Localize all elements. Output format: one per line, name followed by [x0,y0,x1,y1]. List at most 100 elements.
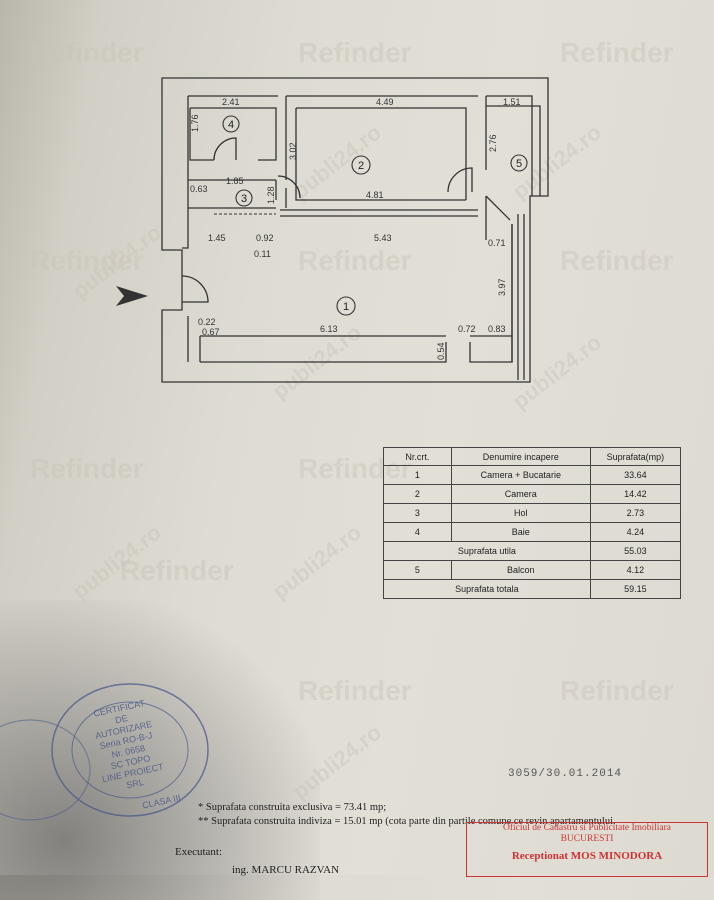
dimension-label: 2.41 [222,97,240,107]
util-label: Suprafata utila [383,541,591,561]
table-row-total: Suprafata totala 59.15 [383,579,682,599]
table-row-util: Suprafata utila 55.03 [383,541,682,561]
surface-table: Nr.crt. Denumire incapere Suprafata(mp) … [383,447,682,599]
watermark-site: publi24.ro [268,520,366,604]
table-row: 1 Camera + Bucatarie 33.64 [383,465,682,485]
room-number: 2 [358,160,364,172]
dimension-label: 3.97 [497,278,507,296]
watermark-brand: Refinder [298,675,412,706]
note-line: * Suprafata construita exclusiva = 73.41… [198,802,387,813]
bottom-wall [199,335,512,362]
total-value: 59.15 [589,579,682,599]
dimension-label: 1.45 [208,233,226,243]
dimension-label: 2.76 [488,134,498,152]
door-swing [213,137,237,161]
entry-arrow-icon [116,286,148,306]
balcony-strip [511,214,525,380]
cell-nr: 5 [383,560,452,580]
watermark-brand: Refinder [120,555,234,586]
util-value: 55.03 [589,541,682,561]
dimension-label: 0.11 [254,249,271,259]
dimension-label: 3.02 [288,142,298,160]
dimension-label: 1.85 [226,176,244,186]
table-row: 4 Baie 4.24 [383,522,682,542]
watermark-brand: Refinder [298,245,412,276]
seal-text: SRL [126,777,145,790]
bath-walls [189,107,277,161]
partition-wall [280,209,478,217]
dimension-label: 0.92 [256,233,274,243]
door-swing [485,195,511,221]
watermark-brand: Refinder [30,453,144,484]
dimension-label: 0.72 [458,324,476,334]
ocpi-received: Receptionat [511,850,569,862]
total-label: Suprafata totala [383,579,591,599]
dimension-label: 4.81 [366,190,384,200]
dimension-label: 1.51 [503,97,521,107]
engineer-name: ing. MARCU RAZVAN [232,864,340,876]
outer-wall [161,77,549,383]
header-area: Suprafata(mp) [589,447,682,466]
watermark-brand: Refinder [30,37,144,68]
seal-text: DE [114,713,128,725]
room-marker-2 [351,155,371,175]
dimension-label: 0.22 [198,317,216,327]
ocpi-line: BUCURESTI [560,834,614,844]
dimension-label: 1.28 [266,186,276,204]
room-number: 3 [241,193,247,205]
executant-label: Executant: [175,846,223,858]
watermark-brand: Refinder [298,37,412,68]
ocpi-name: MOS MINODORA [570,850,663,862]
watermark-site: publi24.ro [508,330,606,414]
cell-area: 2.73 [589,503,682,523]
table-row: 5 Balcon 4.12 [383,560,682,580]
dimension-label: 0.63 [190,184,208,194]
watermark-brand: Refinder [560,245,674,276]
dimension-labels: 2.41 4.49 1.51 1.76 3.02 2.76 1.85 0.63 … [190,97,521,360]
watermark-site: publi24.ro [288,720,386,804]
header-name: Denumire incapere [450,447,591,466]
room-number: 4 [228,119,234,131]
seal-text: CLASA III [141,793,181,811]
dimension-label: 6.13 [320,324,338,334]
watermark-brand: Refinder [30,245,144,276]
hall-walls [188,179,277,209]
watermark-site: publi24.ro [508,120,606,204]
inner-walls [182,95,533,363]
cell-name: Baie [450,522,591,542]
watermark-brand: Refinder [560,675,674,706]
room2-walls [285,96,467,208]
floor-plan: Refinder Refinder Refinder Refinder Refi… [30,37,674,804]
cell-area: 33.64 [589,465,682,485]
ocpi-stamp: Oficiul de Cadastru si Publicitate Imobi… [466,822,708,877]
ocpi-line: Oficiul de Cadastru si Publicitate Imobi… [502,823,672,833]
cell-area: 4.24 [589,522,682,542]
dimension-label: 0.54 [436,342,446,360]
room-marker-3 [235,189,253,207]
cell-nr: 3 [383,503,452,523]
room-number: 5 [516,158,522,170]
watermark-brand: Refinder [560,37,674,68]
notes: * Suprafata construita exclusiva = 73.41… [198,801,616,829]
cell-area: 4.12 [589,560,682,580]
cell-nr: 2 [383,484,452,504]
dimension-label: 5.43 [374,233,392,243]
room-marker-4 [222,115,240,133]
dimension-label: 4.49 [376,97,394,107]
dimension-label: 0.83 [488,324,506,334]
cell-nr: 1 [383,465,452,485]
room-marker-1 [336,296,356,316]
authorization-seal: CERTIFICAT DE AUTORIZARE Seria RO-B-J Nr… [0,683,209,821]
room-number: 1 [343,301,349,313]
cell-name: Balcon [450,560,591,580]
ocpi-line: Receptionat MOS MINODORA [467,851,707,862]
dimension-label: 0.71 [488,238,506,248]
cell-nr: 4 [383,522,452,542]
header-nr: Nr.crt. [383,447,452,466]
dimension-label: 1.76 [190,114,200,132]
door-swing [447,167,473,193]
table-row: 3 Hol 2.73 [383,503,682,523]
entry-door-swing [181,275,209,303]
cell-name: Hol [450,503,591,523]
door-swing [277,175,301,199]
